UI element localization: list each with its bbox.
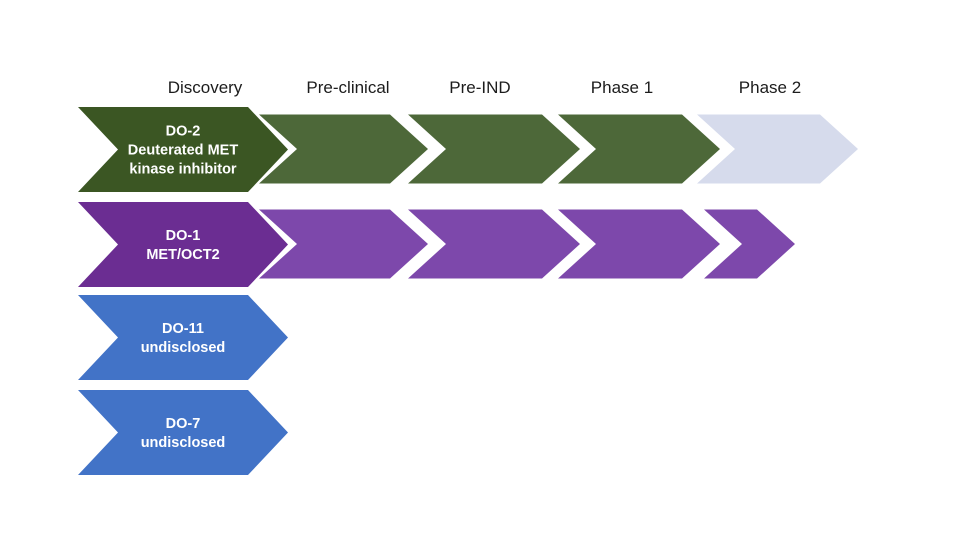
chevron-do-1-pre-clinical — [259, 209, 428, 279]
chevron-do-2-phase-2 — [697, 114, 858, 184]
phase-header-phase-2: Phase 2 — [738, 78, 802, 97]
chevron-do-2-phase-1 — [558, 114, 720, 184]
chevron-do-2-discovery — [78, 107, 288, 192]
chevron-do-2-pre-ind — [408, 114, 580, 184]
chevron-do-11-discovery — [78, 295, 288, 380]
chevron-do-1-discovery — [78, 202, 288, 287]
phase-header-pre-clinical: Pre-clinical — [306, 78, 390, 97]
chevron-do-1-pre-ind — [408, 209, 580, 279]
chevron-do-1-phase-1 — [558, 209, 720, 279]
chevron-do-7-discovery — [78, 390, 288, 475]
phase-header-discovery: Discovery — [167, 78, 243, 97]
chevron-do-1-phase-2 — [704, 209, 795, 279]
chevron-do-2-pre-clinical — [259, 114, 428, 184]
phase-header-phase-1: Phase 1 — [590, 78, 654, 97]
phase-header-pre-ind: Pre-IND — [449, 78, 511, 97]
